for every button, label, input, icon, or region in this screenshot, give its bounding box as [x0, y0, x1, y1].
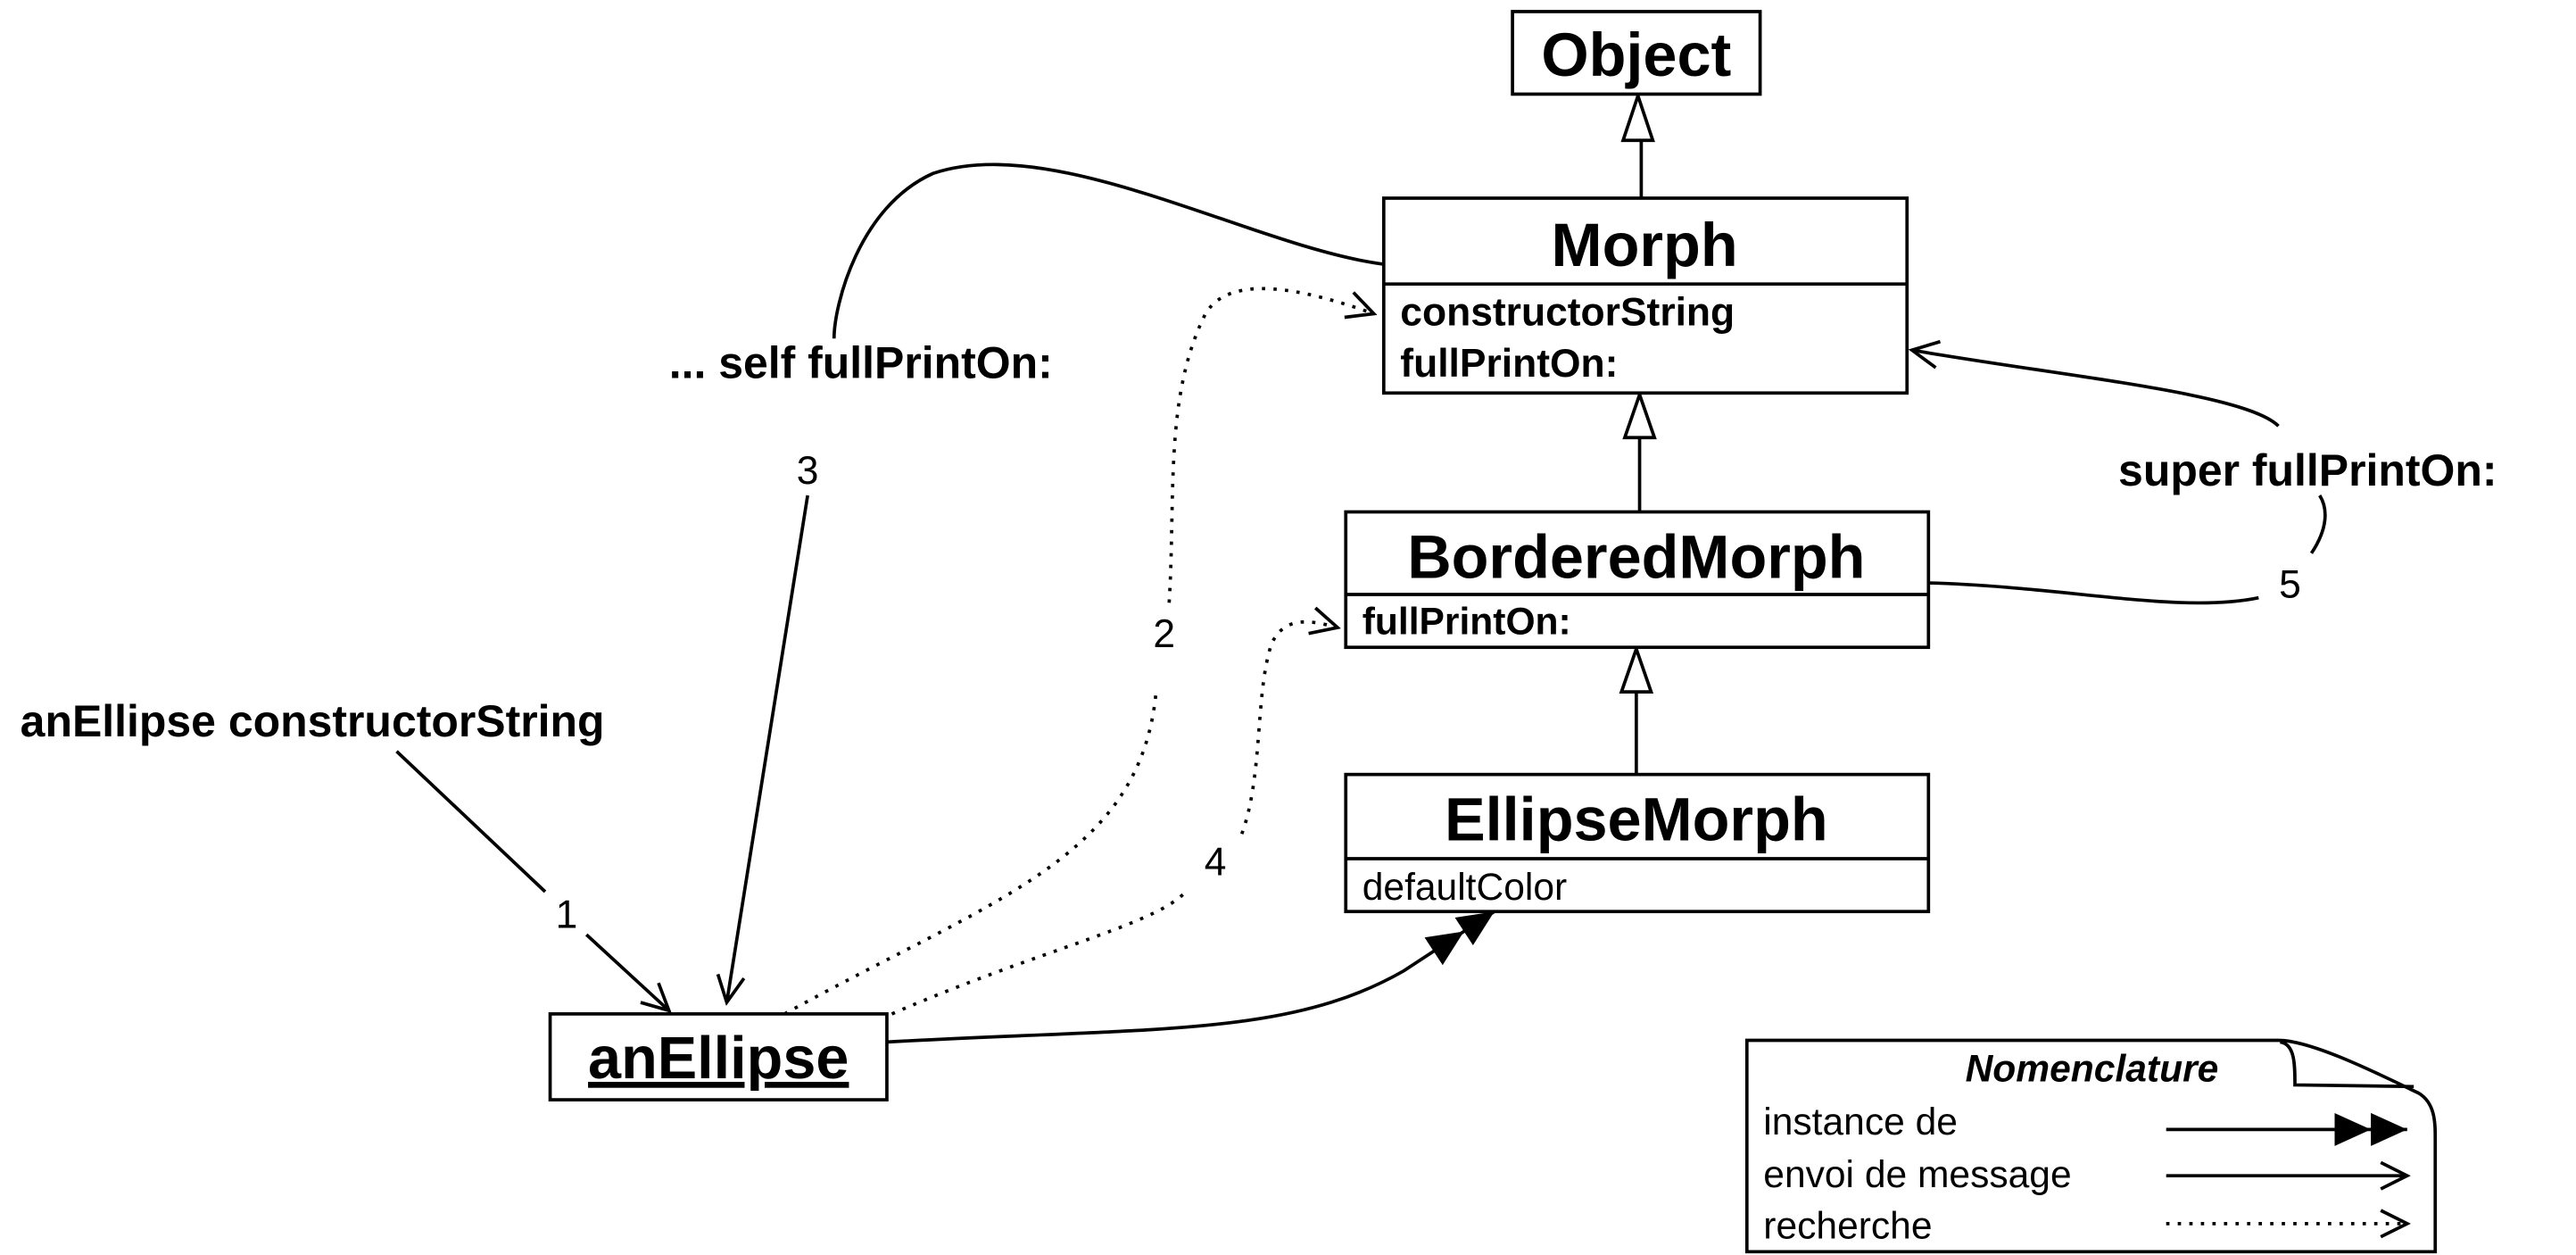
step-label-4: 4: [1205, 840, 1227, 884]
class-name: Morph: [1552, 211, 1738, 279]
legend-label-message: envoi de message: [1763, 1153, 2071, 1196]
step-label-1: 1: [556, 893, 578, 937]
message-arrow-1: [395, 750, 669, 1010]
hollow-triangle-icon: [1622, 389, 1657, 440]
lookup-arrow-2: [783, 288, 1373, 1016]
method-defaultColor: defaultColor: [1363, 866, 1567, 909]
instance-name: anEllipse: [588, 1026, 849, 1092]
class-name: BorderedMorph: [1407, 523, 1865, 592]
self-call-label: ... self fullPrintOn:: [669, 338, 1053, 388]
step-label-3: 3: [797, 449, 819, 493]
instance-of-arrow: [886, 910, 1495, 1044]
step-label-5: 5: [2279, 563, 2301, 607]
message-arrow-3: [727, 162, 1385, 1002]
class-name: Object: [1541, 21, 1731, 89]
step-label-2: 2: [1153, 612, 1175, 656]
inheritance-bordered-ellipse: [1619, 644, 1654, 775]
class-object: Object: [1511, 10, 1762, 96]
method-fullPrintOn: fullPrintOn:: [1363, 600, 1571, 643]
hollow-triangle-icon: [1620, 90, 1655, 143]
method-constructorString: constructorString: [1400, 290, 1735, 334]
super-call-label: super fullPrintOn:: [2118, 445, 2497, 495]
legend-label-instance: instance de: [1763, 1101, 1958, 1143]
inheritance-morph-bordered: [1622, 389, 1657, 512]
class-morph: Morph constructorString fullPrintOn:: [1381, 196, 1909, 395]
legend-nomenclature: Nomenclature instance de envoi de messag…: [1744, 1038, 2438, 1254]
hollow-triangle-icon: [1619, 644, 1654, 694]
legend-title: Nomenclature: [1966, 1048, 2219, 1091]
inheritance-object-morph: [1620, 90, 1655, 198]
class-ellipse-morph: EllipseMorph defaultColor: [1344, 772, 1931, 914]
legend-label-lookup: recherche: [1763, 1204, 1932, 1247]
initial-message-label: anEllipse constructorString: [21, 696, 605, 746]
method-fullPrintOn: fullPrintOn:: [1400, 342, 1618, 386]
class-name: EllipseMorph: [1445, 785, 1828, 854]
lookup-arrow-4: [890, 622, 1338, 1016]
instance-anEllipse: anEllipse: [548, 1012, 889, 1101]
class-bordered-morph: BorderedMorph fullPrintOn:: [1344, 510, 1931, 650]
message-arrow-5: [1912, 350, 2327, 605]
